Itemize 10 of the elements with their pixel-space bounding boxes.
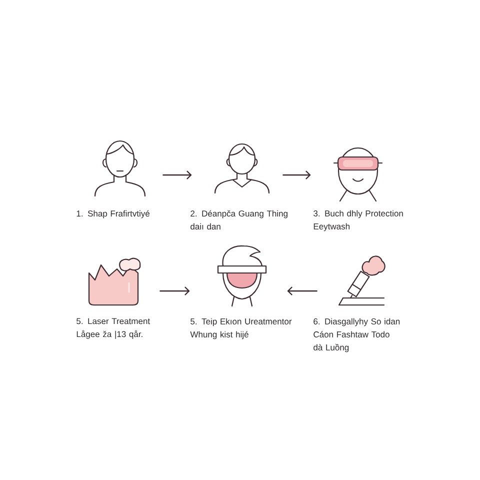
step-caption: 5. Laser Treatment Lågee ža |13 qår.: [76, 318, 150, 339]
step-caption: 1. Shap Frafirtvtiyé: [76, 210, 150, 218]
step-caption: 6. Diasgallyhy So idan Cáon Fashtaw Todo dà Luồng: [314, 318, 400, 352]
arrow: [282, 170, 311, 180]
step-caption: 3. Buch dhly Protection Eeytwash: [314, 210, 403, 232]
step-caption: 2. Déanpča Guang Thing daiı dan: [190, 210, 288, 230]
arrow: [287, 286, 318, 296]
arrow: [162, 170, 192, 180]
arrow: [160, 286, 190, 296]
step-caption: 5. Teip Ekıon Ureatmentor Whung kist hijé: [190, 318, 292, 340]
